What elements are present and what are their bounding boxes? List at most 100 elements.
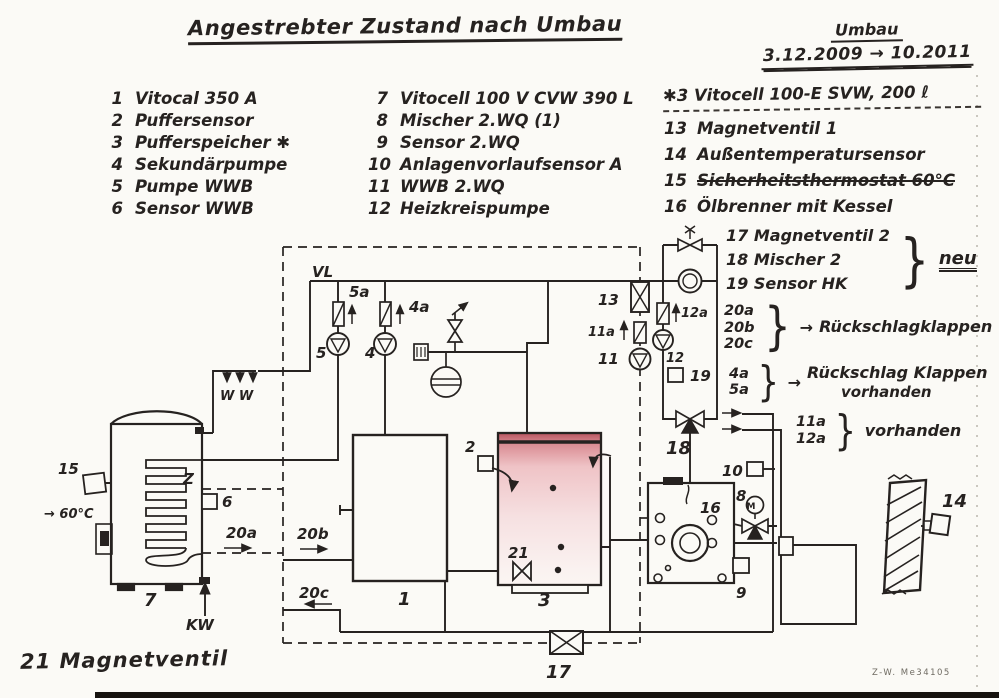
burner-door-inner	[679, 532, 701, 554]
label-vl: VL	[312, 263, 333, 281]
safety-group	[413, 301, 469, 398]
group-20-label: Rückschlagklappen neu	[819, 316, 993, 336]
label-7: 7	[144, 590, 157, 611]
corner-stamp: Z-W. Me34105	[872, 668, 951, 678]
tank3-body	[496, 431, 603, 587]
diagram-labels: VL W W KW Z → 60°C 15 7 6 5 5a 4 4a 20a …	[44, 263, 967, 683]
flow-arrows-20	[224, 543, 332, 609]
safety-valve-arrow	[451, 301, 469, 316]
group-17-19-rows: 17 Magnetventil 2 18 Mischer 2 19 Sensor…	[726, 226, 890, 293]
label-13: 13	[598, 291, 619, 309]
tank7-flange-plug	[100, 531, 109, 546]
group-11a12a-ids: 11a 12a	[796, 414, 826, 447]
label-m: M	[747, 502, 756, 512]
label-60c: → 60°C	[44, 507, 94, 522]
tank7-coil	[145, 459, 203, 567]
label-14: 14	[942, 491, 967, 512]
label-4: 4	[364, 344, 375, 362]
tank7-lid	[110, 410, 203, 425]
label-1: 1	[398, 589, 411, 610]
page-title: Angestrebter Zustand nach Umbau	[187, 11, 623, 46]
scan-bottom-edge	[95, 692, 999, 698]
label-18: 18	[666, 438, 691, 459]
kw-return-pipe	[283, 609, 341, 632]
tank7-foot-right	[164, 582, 184, 592]
column-11	[619, 281, 652, 371]
revision-heading: Umbau	[830, 19, 903, 43]
wall-face	[882, 478, 928, 595]
radiator-stub	[778, 536, 794, 556]
tag-vorhanden-1: vorhanden	[841, 383, 932, 401]
pump-group	[326, 301, 405, 356]
boiler-foot-r	[717, 573, 727, 583]
wall-hatching	[883, 486, 923, 592]
sensor19-box	[667, 367, 684, 383]
boiler-drain	[664, 564, 672, 572]
label-15: 15	[58, 460, 79, 478]
brace-4a5a: }	[757, 357, 779, 407]
sensor10-box	[746, 461, 764, 477]
tank3-right-tip	[557, 543, 565, 551]
group-4a5a-vorhanden: 4a 5a } → Rückschlag Klappen vorhanden	[729, 357, 988, 407]
tank3-stub-tip	[554, 566, 562, 574]
label-16: 16	[700, 499, 721, 517]
tank3-base	[511, 584, 589, 594]
label-20a: 20a	[226, 524, 257, 542]
group-20-klappen-neu: 20a 20b 20c } → Rückschlagklappen neu	[724, 301, 999, 353]
mixer-18	[675, 409, 705, 434]
label-5: 5	[316, 344, 326, 362]
return-curl-arrow	[588, 453, 612, 469]
brace-17-19: }	[899, 225, 930, 294]
sensor9-box	[732, 557, 750, 574]
label-11: 11	[598, 350, 619, 368]
heating-circuit-risers	[742, 413, 857, 632]
sensor2-arrow	[491, 467, 520, 493]
tag-neu-1: neu	[938, 248, 977, 272]
label-z: Z	[182, 470, 195, 488]
mixer8-motor	[745, 495, 765, 515]
boiler-latch	[663, 477, 683, 485]
dashed-lines	[202, 246, 652, 644]
revision-dates: 3.12.2009 → 10.2011	[760, 41, 974, 71]
label-4a: 4a	[408, 298, 430, 316]
label-19: 19	[690, 367, 711, 385]
tank7-top-nub	[195, 427, 204, 434]
revision-block: Umbau 3.12.2009 → 10.2011	[752, 18, 983, 71]
boiler-port-bl	[654, 534, 666, 546]
group-20-ids: 20a 20b 20c	[724, 303, 755, 352]
group-4a5a-label: Rückschlag Klappen vorhanden	[807, 363, 988, 401]
label-20c: 20c	[299, 584, 329, 602]
wall-14	[881, 474, 952, 595]
label-2: 2	[465, 438, 475, 456]
label-8: 8	[736, 487, 746, 505]
label-17: 17	[546, 662, 572, 683]
group-11a12a-vorhanden: 11a 12a } vorhanden	[796, 406, 962, 455]
buffer-feed-pipe	[526, 281, 549, 433]
tank7-flange	[95, 523, 113, 555]
magnet-valve-17	[549, 630, 584, 655]
boiler-16	[646, 477, 750, 585]
brace-11a12a: }	[834, 406, 857, 455]
tag-vorhanden-2: vorhanden	[864, 421, 962, 441]
loop-top-valve	[677, 237, 703, 253]
tank7-kw-nub	[199, 577, 210, 584]
sensor2-box	[477, 455, 494, 472]
tank7-foot-left	[116, 582, 136, 592]
starred-note: ✱3 Vitocell 100-E SVW, 200 ℓ	[662, 81, 982, 113]
vl-pipe	[258, 281, 311, 372]
